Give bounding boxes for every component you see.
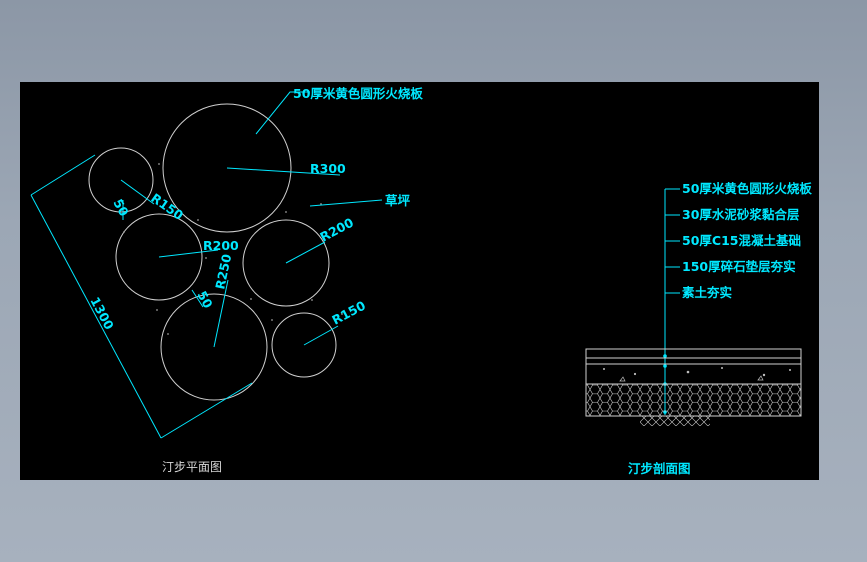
layer-gravel <box>585 383 802 417</box>
leader-r200-right <box>285 241 326 264</box>
section-layer-3: 50厚C15混凝土基础 <box>682 233 801 248</box>
leader-r250 <box>213 279 229 348</box>
label-dim-1300: 1300 <box>87 294 117 332</box>
section-profile <box>585 348 802 426</box>
leader-r150-right <box>303 325 339 346</box>
cad-viewport[interactable]: 50厚米黄色圆形火烧板 草坪 R300 R150 R200 R200 R250 … <box>20 82 819 480</box>
stone-r150-left[interactable] <box>88 147 154 213</box>
leader-r300 <box>226 167 341 176</box>
label-dim-50-left: 50 <box>110 196 132 219</box>
stone-r150-right[interactable] <box>271 312 337 378</box>
leader-r150-left <box>120 179 155 205</box>
stone-r300[interactable] <box>162 103 292 233</box>
label-stone-callout: 50厚米黄色圆形火烧板 <box>293 86 423 101</box>
section-title: 汀步剖面图 <box>628 461 691 476</box>
plan-title: 汀步平面图 <box>162 460 222 474</box>
label-r250: R250 <box>212 252 234 290</box>
label-dim-50-mid: 50 <box>194 288 216 311</box>
dimension-1300 <box>30 154 253 439</box>
layer-mortar <box>585 357 802 365</box>
grass-dots <box>123 163 343 335</box>
section-layer-1: 50厚米黄色圆形火烧板 <box>682 181 812 196</box>
label-r200-left: R200 <box>203 238 239 253</box>
section-layer-ticks <box>665 188 680 294</box>
label-r150-left: R150 <box>148 190 186 223</box>
section-layer-2: 30厚水泥砂浆黏合层 <box>682 207 800 222</box>
label-r300: R300 <box>310 161 346 176</box>
layer-compacted-soil <box>640 416 710 426</box>
dimension-50-mid <box>191 289 204 308</box>
section-layer-4: 150厚碎石垫层夯实 <box>682 259 796 274</box>
stone-r250[interactable] <box>160 293 268 401</box>
label-grass: 草坪 <box>385 193 411 208</box>
label-r200-right: R200 <box>317 214 356 244</box>
leader-grass <box>309 199 383 207</box>
layer-concrete <box>585 363 802 385</box>
label-r150-right: R150 <box>329 297 368 327</box>
section-view: 50厚米黄色圆形火烧板 30厚水泥砂浆黏合层 50厚C15混凝土基础 150厚碎… <box>585 181 812 476</box>
stone-r200-right[interactable] <box>242 219 330 307</box>
leader-r200-left <box>158 249 219 258</box>
leader-stone-callout <box>255 91 310 135</box>
concrete-aggregate <box>603 367 791 382</box>
stone-r200-left[interactable] <box>115 213 203 301</box>
section-layer-5: 素土夯实 <box>682 285 732 300</box>
plan-view: 50厚米黄色圆形火烧板 草坪 R300 R150 R200 R200 R250 … <box>30 86 423 474</box>
layer-stone-slab <box>585 348 802 359</box>
drawing-canvas: 50厚米黄色圆形火烧板 草坪 R300 R150 R200 R200 R250 … <box>30 86 812 476</box>
